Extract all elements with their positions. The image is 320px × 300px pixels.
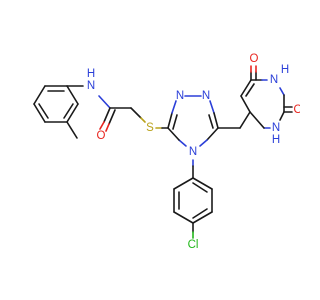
carbonyl-bond [103,107,111,123]
amide-n-label: N [87,80,95,92]
pyr-h-top-label: H [281,64,289,76]
nh-c-bond [98,95,111,109]
molecule-structure: N H O S N N N Cl O N H O N H [33,53,300,251]
sulfur-label: S [146,122,154,134]
ch2-s-bond [130,107,142,119]
pyr-o-top-label: O [250,53,259,65]
pyr-o-right-label: O [294,104,300,116]
triazole-n2-label: N [202,90,210,102]
pyrimidine-ring [240,79,285,129]
chlorophenyl-ring [173,177,213,224]
pyr-h-bottom-label: H [272,134,280,146]
amide-h-label: H [87,68,95,80]
carbonyl-o-label: O [97,130,106,142]
ch2-pyr-bond [239,111,251,129]
chlorine-label: Cl [188,239,199,251]
tolyl-ring [33,85,79,123]
pyr-n-top-label: N [270,74,278,86]
methyl-bond [66,121,78,139]
pyr-n-bottom-label: N [272,122,280,134]
triazole-n1-label: N [176,90,184,102]
triazole-n4-label: N [189,146,197,158]
triazole-ring [167,95,219,147]
